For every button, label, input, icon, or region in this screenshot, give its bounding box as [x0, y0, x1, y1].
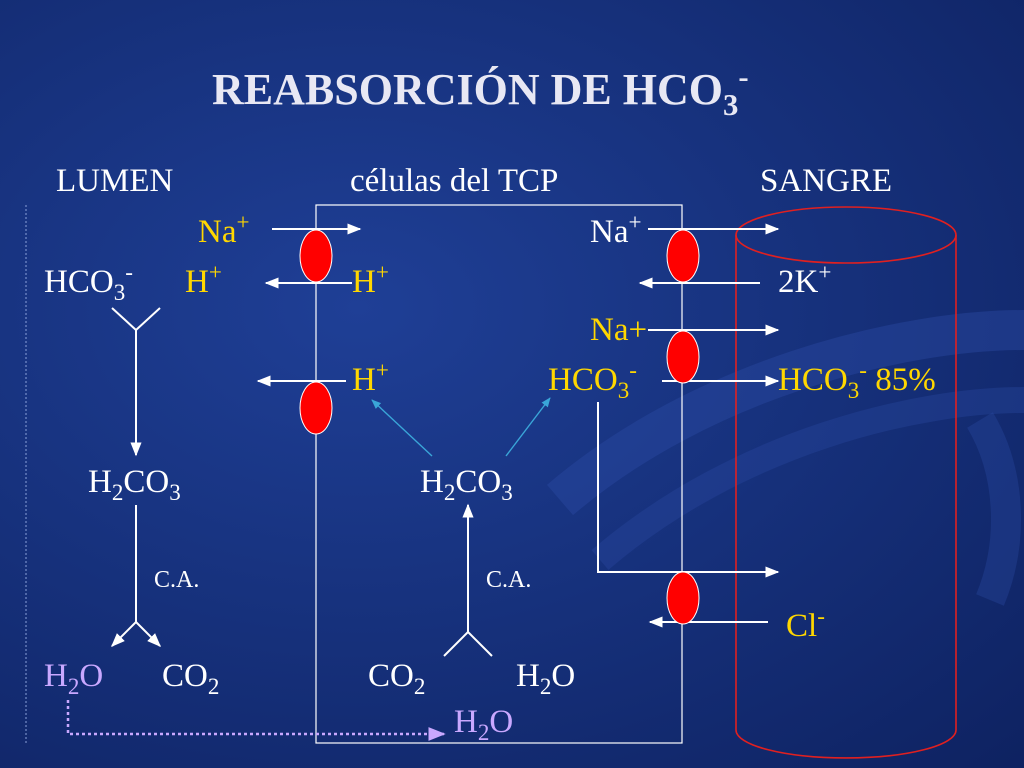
slide-title: REABSORCIÓN DE HCO3-	[212, 60, 749, 122]
lumen-co2-label: CO2	[162, 658, 220, 700]
blood-vessel	[735, 206, 957, 759]
tcp-cell-outline	[315, 204, 683, 744]
transporter-na-hco3-cotransporter	[666, 330, 700, 384]
lumen-h-label: H+	[185, 258, 222, 300]
transporter-na-k-atpase	[666, 229, 700, 283]
arrow-h2co3-to-hco3	[505, 397, 551, 457]
lumen-ca-label: C.A.	[154, 567, 200, 593]
cell-h2o-label: H2O	[516, 658, 576, 700]
cell-h2co3-label: H2CO3	[420, 464, 513, 506]
lumen-na-label: Na+	[198, 208, 250, 250]
transporter-na-h-exchanger	[299, 229, 333, 283]
header-lumen: LUMEN	[56, 163, 174, 199]
header-cells: células del TCP	[350, 163, 559, 199]
arrow-h2co3-to-h	[371, 399, 433, 457]
transporter-h-atpase	[299, 381, 333, 435]
header-blood: SANGRE	[760, 163, 893, 199]
lumen-h2o-label: H2O	[44, 658, 104, 700]
cell-merge-symbol	[443, 631, 493, 657]
transporter-cl-hco3-exchanger	[666, 571, 700, 625]
lumen-merge-symbol	[111, 307, 161, 331]
blood-hco3-85-label: HCO3- 85%	[778, 356, 936, 404]
arrow-hco3-exchanger-path	[597, 402, 780, 578]
arrow-split-to-co2	[135, 621, 161, 647]
arrow-h2o-diffusion	[66, 700, 446, 741]
cell-h-upper-label: H+	[352, 258, 389, 300]
cell-h-lower-label: H+	[352, 356, 389, 398]
lumen-hco3-label: HCO3-	[44, 258, 133, 306]
cell-co2-label: CO2	[368, 658, 426, 700]
cell-na-plus-label: Na+	[590, 312, 648, 348]
cell-na-top-label: Na+	[590, 208, 642, 250]
blood-k-label: 2K+	[778, 258, 832, 300]
blood-cl-label: Cl-	[786, 602, 825, 644]
cell-hco3-label: HCO3-	[548, 356, 637, 404]
lumen-h2co3-label: H2CO3	[88, 464, 181, 506]
cell-ca-label: C.A.	[486, 567, 532, 593]
cell-h2o-bottom-label: H2O	[454, 704, 514, 746]
arrow-split-to-h2o	[111, 621, 137, 647]
